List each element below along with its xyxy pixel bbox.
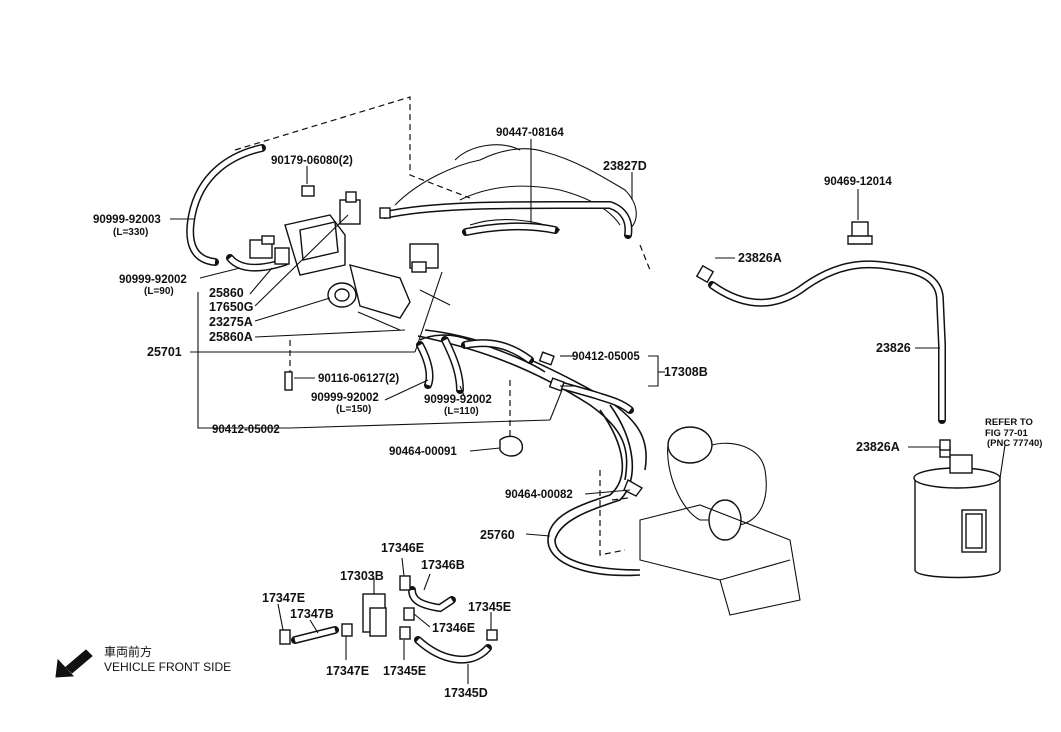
label-17347E-bottom: 17347E (326, 664, 369, 678)
connectors-right (499, 221, 873, 497)
label-90999-92002-b-length: (L=150) (336, 404, 371, 415)
label-17308B: 17308B (664, 365, 708, 379)
engine-outline-dashed (234, 96, 471, 199)
label-90464-00082: 90464-00082 (505, 489, 573, 501)
part-labels: 90447-08164 23827D 90179-06080(2) 90469-… (93, 127, 1042, 700)
label-90412-05002: 90412-05002 (212, 424, 280, 436)
label-17346E-top: 17346E (381, 541, 424, 555)
label-90999-92003-length: (L=330) (113, 227, 148, 238)
label-refer-to: REFER TO (985, 417, 1033, 428)
label-90999-92002-c: 90999-92002 (424, 394, 492, 406)
leader-lines (170, 139, 1006, 684)
label-17347E-top: 17347E (262, 591, 305, 605)
vehicle-front-legend: 車両前方 VEHICLE FRONT SIDE (55, 644, 231, 678)
routing-dashes (289, 244, 651, 556)
label-23826A-bottom: 23826A (856, 440, 900, 454)
hoses (186, 144, 946, 664)
label-refer-fig: FIG 77-01 (985, 428, 1028, 439)
label-90999-92002-c-length: (L=110) (444, 406, 479, 417)
intake-manifold (394, 144, 637, 233)
label-23826: 23826 (876, 341, 911, 355)
legend-japanese-text: 車両前方 (104, 644, 152, 659)
label-90999-92002-a-length: (L=90) (144, 286, 174, 297)
label-90116-06127: 90116-06127(2) (318, 373, 399, 385)
charcoal-canister (913, 446, 1001, 579)
label-90464-00091: 90464-00091 (389, 446, 457, 458)
label-23827D: 23827D (603, 159, 647, 173)
label-17303B: 17303B (340, 569, 384, 583)
label-refer-pnc: (PNC 77740) (987, 438, 1042, 449)
label-23826A-top: 23826A (738, 251, 782, 265)
throttle-body (639, 426, 801, 616)
label-17346E-right: 17346E (432, 621, 475, 635)
label-25701: 25701 (147, 345, 182, 359)
label-17345E-bottom: 17345E (383, 664, 426, 678)
label-17346B: 17346B (421, 558, 465, 572)
label-25760: 25760 (480, 528, 515, 542)
label-23275A: 23275A (209, 315, 253, 329)
legend-english-text: VEHICLE FRONT SIDE (104, 660, 231, 674)
arrow-down-left-icon (55, 649, 93, 678)
label-17650G: 17650G (209, 300, 253, 314)
vsv-bracket-assembly (249, 185, 451, 391)
label-90999-92002-a: 90999-92002 (119, 274, 187, 286)
label-25860A: 25860A (209, 330, 253, 344)
label-90999-92003: 90999-92003 (93, 214, 161, 226)
label-90179-06080: 90179-06080(2) (271, 155, 353, 167)
label-17345D: 17345D (444, 686, 488, 700)
label-90999-92002-b: 90999-92002 (311, 392, 379, 404)
label-25860: 25860 (209, 286, 244, 300)
label-17345E-right: 17345E (468, 600, 511, 614)
label-90469-12014: 90469-12014 (824, 176, 892, 188)
label-17347B: 17347B (290, 607, 334, 621)
label-90412-05005: 90412-05005 (572, 351, 640, 363)
label-90447-08164: 90447-08164 (496, 127, 564, 139)
